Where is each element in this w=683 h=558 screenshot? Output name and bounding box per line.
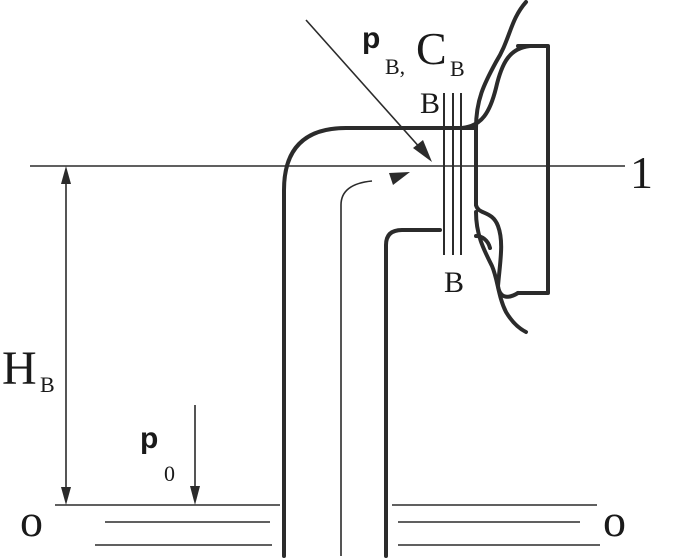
surface-o-left-label: o: [20, 495, 43, 546]
p0-label-subscript: 0: [164, 461, 175, 486]
surface-o-right-label: o: [603, 495, 626, 546]
p0-label: p: [140, 422, 158, 455]
pb-cb-pointer-head-icon: [413, 140, 432, 162]
section-b-top-label: B: [420, 87, 440, 120]
flow-arrow-head-icon: [389, 172, 410, 185]
height-arrow-top-icon: [61, 166, 71, 184]
height-label: H: [2, 342, 37, 395]
pump-casing-right: [516, 44, 550, 295]
pump-volute-bottom-outer: [474, 210, 528, 334]
height-label-subscript: B: [40, 372, 55, 397]
flow-streamline: [340, 180, 373, 556]
section-1-label: 1: [630, 147, 653, 198]
pb-label-subscript: B,: [385, 54, 405, 79]
suction-pipe-outer-wall: [282, 126, 476, 558]
pb-cb-pointer-line: [305, 19, 423, 151]
pb-label: p: [362, 22, 380, 55]
cb-label-subscript: B: [450, 56, 465, 81]
pump-volute-lip: [474, 234, 492, 250]
suction-pipe-inner-wall: [384, 228, 442, 558]
p0-arrow-head-icon: [190, 486, 200, 505]
pump-volute-bottom-inner: [474, 203, 520, 299]
section-b-bottom-label: B: [444, 266, 464, 299]
cb-label: C: [416, 23, 447, 74]
pump-volute-top-outer: [474, 0, 528, 207]
height-arrow-bottom-icon: [61, 487, 71, 505]
